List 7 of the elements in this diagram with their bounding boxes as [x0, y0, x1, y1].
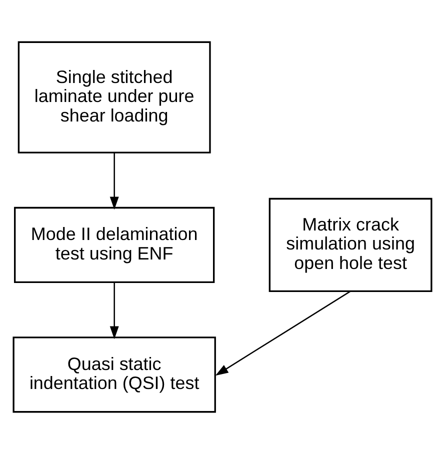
node-box: Mode II delamination test using ENF — [14, 206, 215, 284]
node-box: Quasi static indentation (QSI) test — [12, 336, 216, 413]
node-box: Matrix crack simulation using open hole test — [268, 198, 432, 292]
node-box: Single stitched laminate under pure shear loading — [18, 41, 211, 154]
arrow — [215, 290, 351, 376]
arrow — [110, 152, 119, 210]
arrow — [110, 282, 119, 340]
